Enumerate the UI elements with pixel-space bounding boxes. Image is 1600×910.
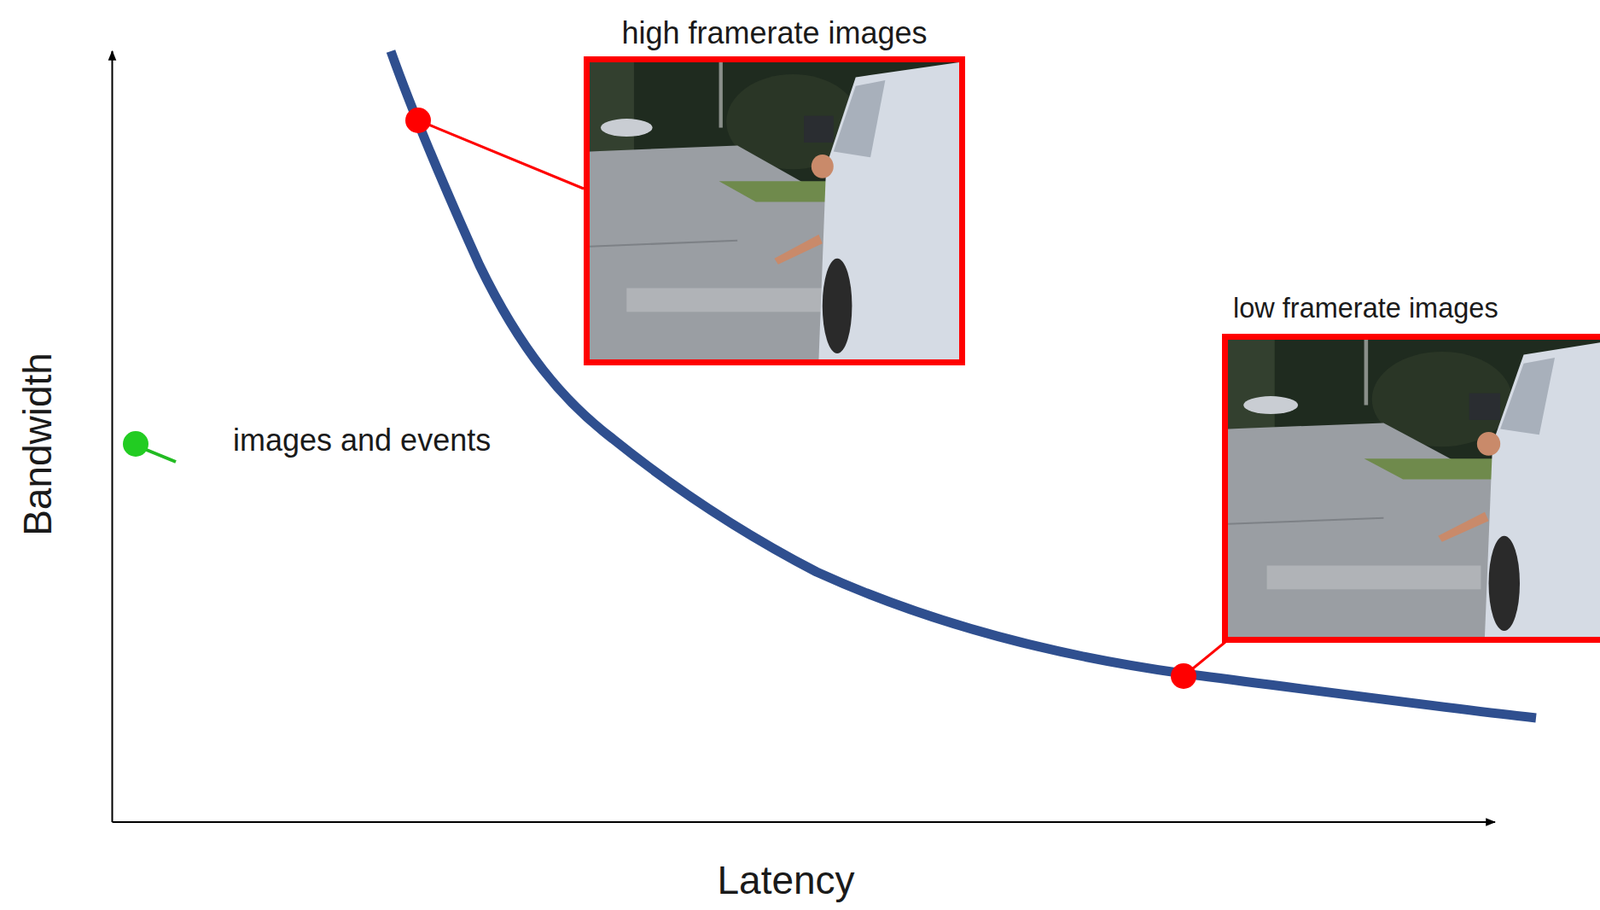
photo-detail [1477, 431, 1501, 456]
photo-detail [818, 62, 960, 360]
frame-heading: low framerate images [1221, 291, 1600, 326]
photo-detail [600, 118, 653, 137]
y-axis [111, 51, 114, 822]
photo-detail [1267, 564, 1482, 589]
photo-detail [774, 234, 823, 265]
photo-detail [811, 154, 834, 179]
photo-detail [1364, 339, 1369, 406]
street-photo [1227, 339, 1600, 637]
photo-detail [1437, 512, 1489, 542]
photo-detail [803, 116, 834, 143]
data-point [405, 107, 431, 134]
photo-detail [1489, 535, 1520, 631]
photo-detail [1500, 357, 1555, 435]
axis-title: Latency [717, 857, 856, 903]
point-label: images and events [232, 422, 491, 458]
photo-frame [583, 56, 966, 366]
photo-detail [719, 62, 723, 128]
photo-detail [626, 287, 830, 312]
axis-title: Bandwidth [14, 352, 60, 536]
photo-detail [1227, 517, 1384, 524]
photo-detail [822, 258, 853, 354]
frame-heading: high framerate images [583, 14, 966, 52]
photo-detail [1243, 395, 1298, 414]
data-point [122, 430, 149, 457]
photo-detail [1227, 339, 1275, 429]
data-point [1170, 663, 1197, 689]
photo-detail [833, 80, 886, 158]
image-frame: high framerate images [583, 14, 966, 366]
street-photo [589, 62, 960, 360]
image-frame: low framerate images [1221, 291, 1600, 643]
x-axis [112, 820, 1496, 823]
photo-detail [1484, 339, 1600, 637]
photo-frame [1221, 333, 1600, 643]
photo-detail [589, 240, 738, 247]
leader-line [418, 120, 584, 189]
photo-detail [589, 62, 635, 152]
photo-detail [1469, 393, 1501, 420]
